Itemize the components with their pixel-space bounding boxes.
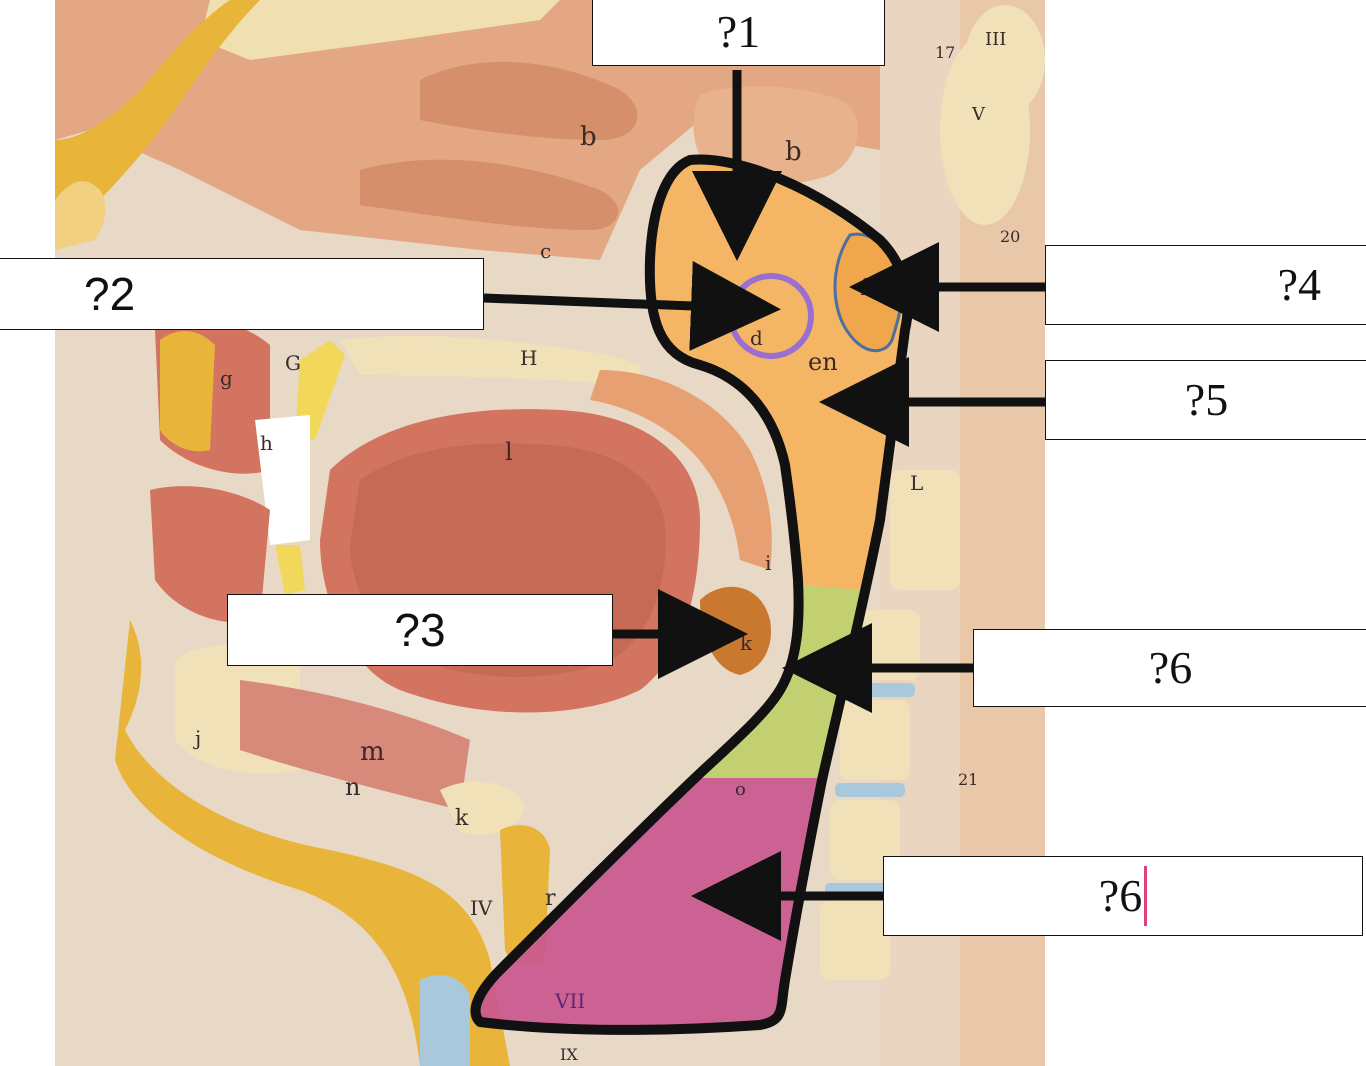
intervertebral-disc-2 [835, 783, 905, 797]
label-1-text: ?1 [716, 6, 761, 57]
numeral-V: V [971, 104, 986, 125]
number-21: 21 [958, 770, 978, 789]
label-3-text: ?3 [394, 604, 446, 656]
letter-k-upper: k [740, 631, 753, 655]
numeral-IV: IV [470, 896, 493, 920]
letter-G: G [285, 351, 301, 375]
letter-o: o [735, 779, 746, 800]
letter-i: i [765, 551, 771, 575]
label-box-1[interactable]: ?1 [592, 0, 885, 66]
hard-palate [340, 335, 640, 385]
arrow-2 [483, 260, 781, 351]
vertebral-body-upper [965, 5, 1045, 115]
number-20: 20 [1000, 227, 1020, 246]
label-box-5[interactable]: ?5 [1045, 360, 1366, 440]
label-box-6a[interactable]: ?6 [973, 629, 1366, 707]
label-4-text: ?4 [1277, 259, 1321, 310]
letter-L: L [910, 471, 923, 495]
intervertebral-disc-1 [845, 683, 915, 697]
nose-tip [55, 181, 106, 250]
text-cursor [1144, 866, 1148, 926]
vertebra-c1 [890, 470, 960, 590]
chin-fat [115, 620, 510, 1066]
lower-lip [150, 486, 270, 623]
letter-H: H [520, 346, 537, 370]
letter-m: m [360, 737, 385, 767]
soft-palate [590, 370, 772, 570]
letter-j: j [193, 726, 201, 750]
label-box-3[interactable]: ?3 [227, 594, 613, 666]
label-2-text: ?2 [84, 268, 136, 320]
numeral-IX: IX [560, 1045, 578, 1064]
letter-d: d [750, 326, 763, 350]
frontal-bone [200, 0, 560, 60]
letter-en: en [808, 348, 838, 376]
vertebra-c4 [830, 800, 900, 880]
letter-r: r [545, 886, 556, 911]
lower-incisor [275, 545, 305, 595]
upper-incisor [295, 340, 345, 440]
letter-h: h [260, 431, 273, 455]
nasal-concha-middle [360, 159, 619, 230]
label-6b-text: ?6 [1098, 870, 1143, 921]
letter-b2: b [785, 137, 802, 167]
trachea-region [420, 975, 470, 1066]
geniohyoid-muscle [240, 680, 470, 810]
numeral-VII: VII [554, 989, 585, 1013]
numeral-III: III [985, 29, 1006, 50]
pharynx-outline [470, 154, 913, 1035]
label-box-2[interactable]: ?2 [0, 258, 484, 330]
model-letters: b b c d en f g G H h i l k j m n k o r I… [193, 29, 1020, 1064]
label-box-6b[interactable]: ?6 [883, 856, 1363, 936]
letter-b1: b [580, 122, 597, 152]
label-6a-text: ?6 [1148, 642, 1193, 693]
letter-c: c [540, 239, 551, 263]
letter-n: n [345, 773, 360, 801]
nose-skin [55, 0, 260, 240]
arrows [483, 70, 1046, 941]
nasal-concha-upper [420, 61, 638, 140]
upper-lip-fat [160, 330, 215, 452]
label-box-4[interactable]: ?4 [1045, 245, 1366, 325]
letter-k-lower: k [455, 806, 469, 831]
vertebra-c3 [840, 700, 910, 780]
laryngopharynx-region [476, 778, 825, 1029]
number-17: 17 [935, 43, 955, 62]
label-5-text: ?5 [1184, 374, 1229, 425]
vertebra-c5 [820, 900, 890, 980]
letter-g: g [220, 366, 233, 390]
hyoid-bone [440, 781, 525, 835]
letter-l: l [505, 438, 513, 466]
